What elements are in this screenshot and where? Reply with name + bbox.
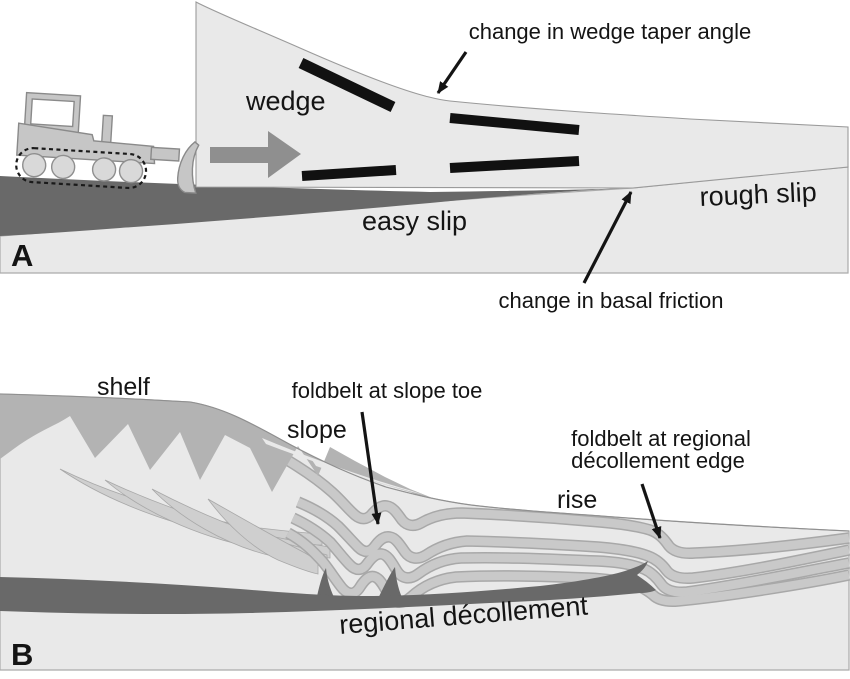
bulldozer-blade (176, 141, 200, 194)
wheel (91, 157, 117, 182)
bulldozer-track-outline (15, 147, 148, 190)
friction-annotation-arrow (582, 191, 633, 284)
thrust-fault-bars (298, 58, 580, 181)
rough-slip-label: rough slip (699, 177, 817, 212)
regional-decollement-layer (0, 561, 656, 615)
foldbelt-toe-arrow (360, 411, 382, 525)
spike (376, 567, 404, 603)
foldbelt-edge-label-line2: décollement edge (571, 448, 745, 473)
fault-bar-upper-left (298, 58, 396, 112)
seafloor-line (0, 393, 850, 532)
shelf-label: shelf (97, 373, 150, 401)
wheel (118, 158, 144, 184)
panel-b-letter: B (11, 637, 33, 672)
foldbelt-edge-arrow (640, 483, 662, 539)
wheel (22, 152, 47, 178)
band-fills (249, 436, 850, 607)
panel-b: shelf slope rise foldbelt at slope toe f… (0, 373, 850, 672)
taper-annotation-arrow (436, 51, 468, 94)
bulldozer-cab-window (29, 98, 75, 128)
foldbelt-edge-label-line1: foldbelt at regional (571, 426, 751, 451)
bulldozer-blade-arm (150, 146, 181, 162)
bulldozer-body (16, 122, 156, 165)
taper-annotation-label: change in wedge taper angle (469, 19, 752, 44)
wedge-label: wedge (245, 86, 326, 116)
bulldozer (15, 91, 200, 194)
fault-bar-lower-left (301, 165, 397, 181)
bulldozer-wheels (22, 152, 144, 184)
sediment-bands (249, 434, 850, 608)
friction-annotation-label: change in basal friction (498, 288, 723, 313)
shelf-unit-shape (0, 394, 435, 499)
panel-a: wedge easy slip rough slip change in wed… (0, 1, 849, 313)
easy-slip-label: easy slip (362, 206, 467, 236)
easy-slip-layer-shape (0, 176, 633, 236)
fault-bar-upper-right (449, 113, 580, 135)
decollement-spikes (316, 567, 404, 603)
wedge-shape (195, 1, 849, 189)
fault-bar-lower-right (449, 156, 580, 173)
foldbelt-toe-label: foldbelt at slope toe (292, 378, 483, 403)
panel-a-letter: A (11, 238, 33, 273)
spike (316, 568, 336, 601)
wheel (50, 154, 76, 180)
bulldozer-exhaust-pipe (100, 114, 114, 145)
slope-label: slope (287, 416, 347, 444)
rise-label: rise (557, 486, 597, 514)
push-direction-arrow (210, 131, 301, 178)
